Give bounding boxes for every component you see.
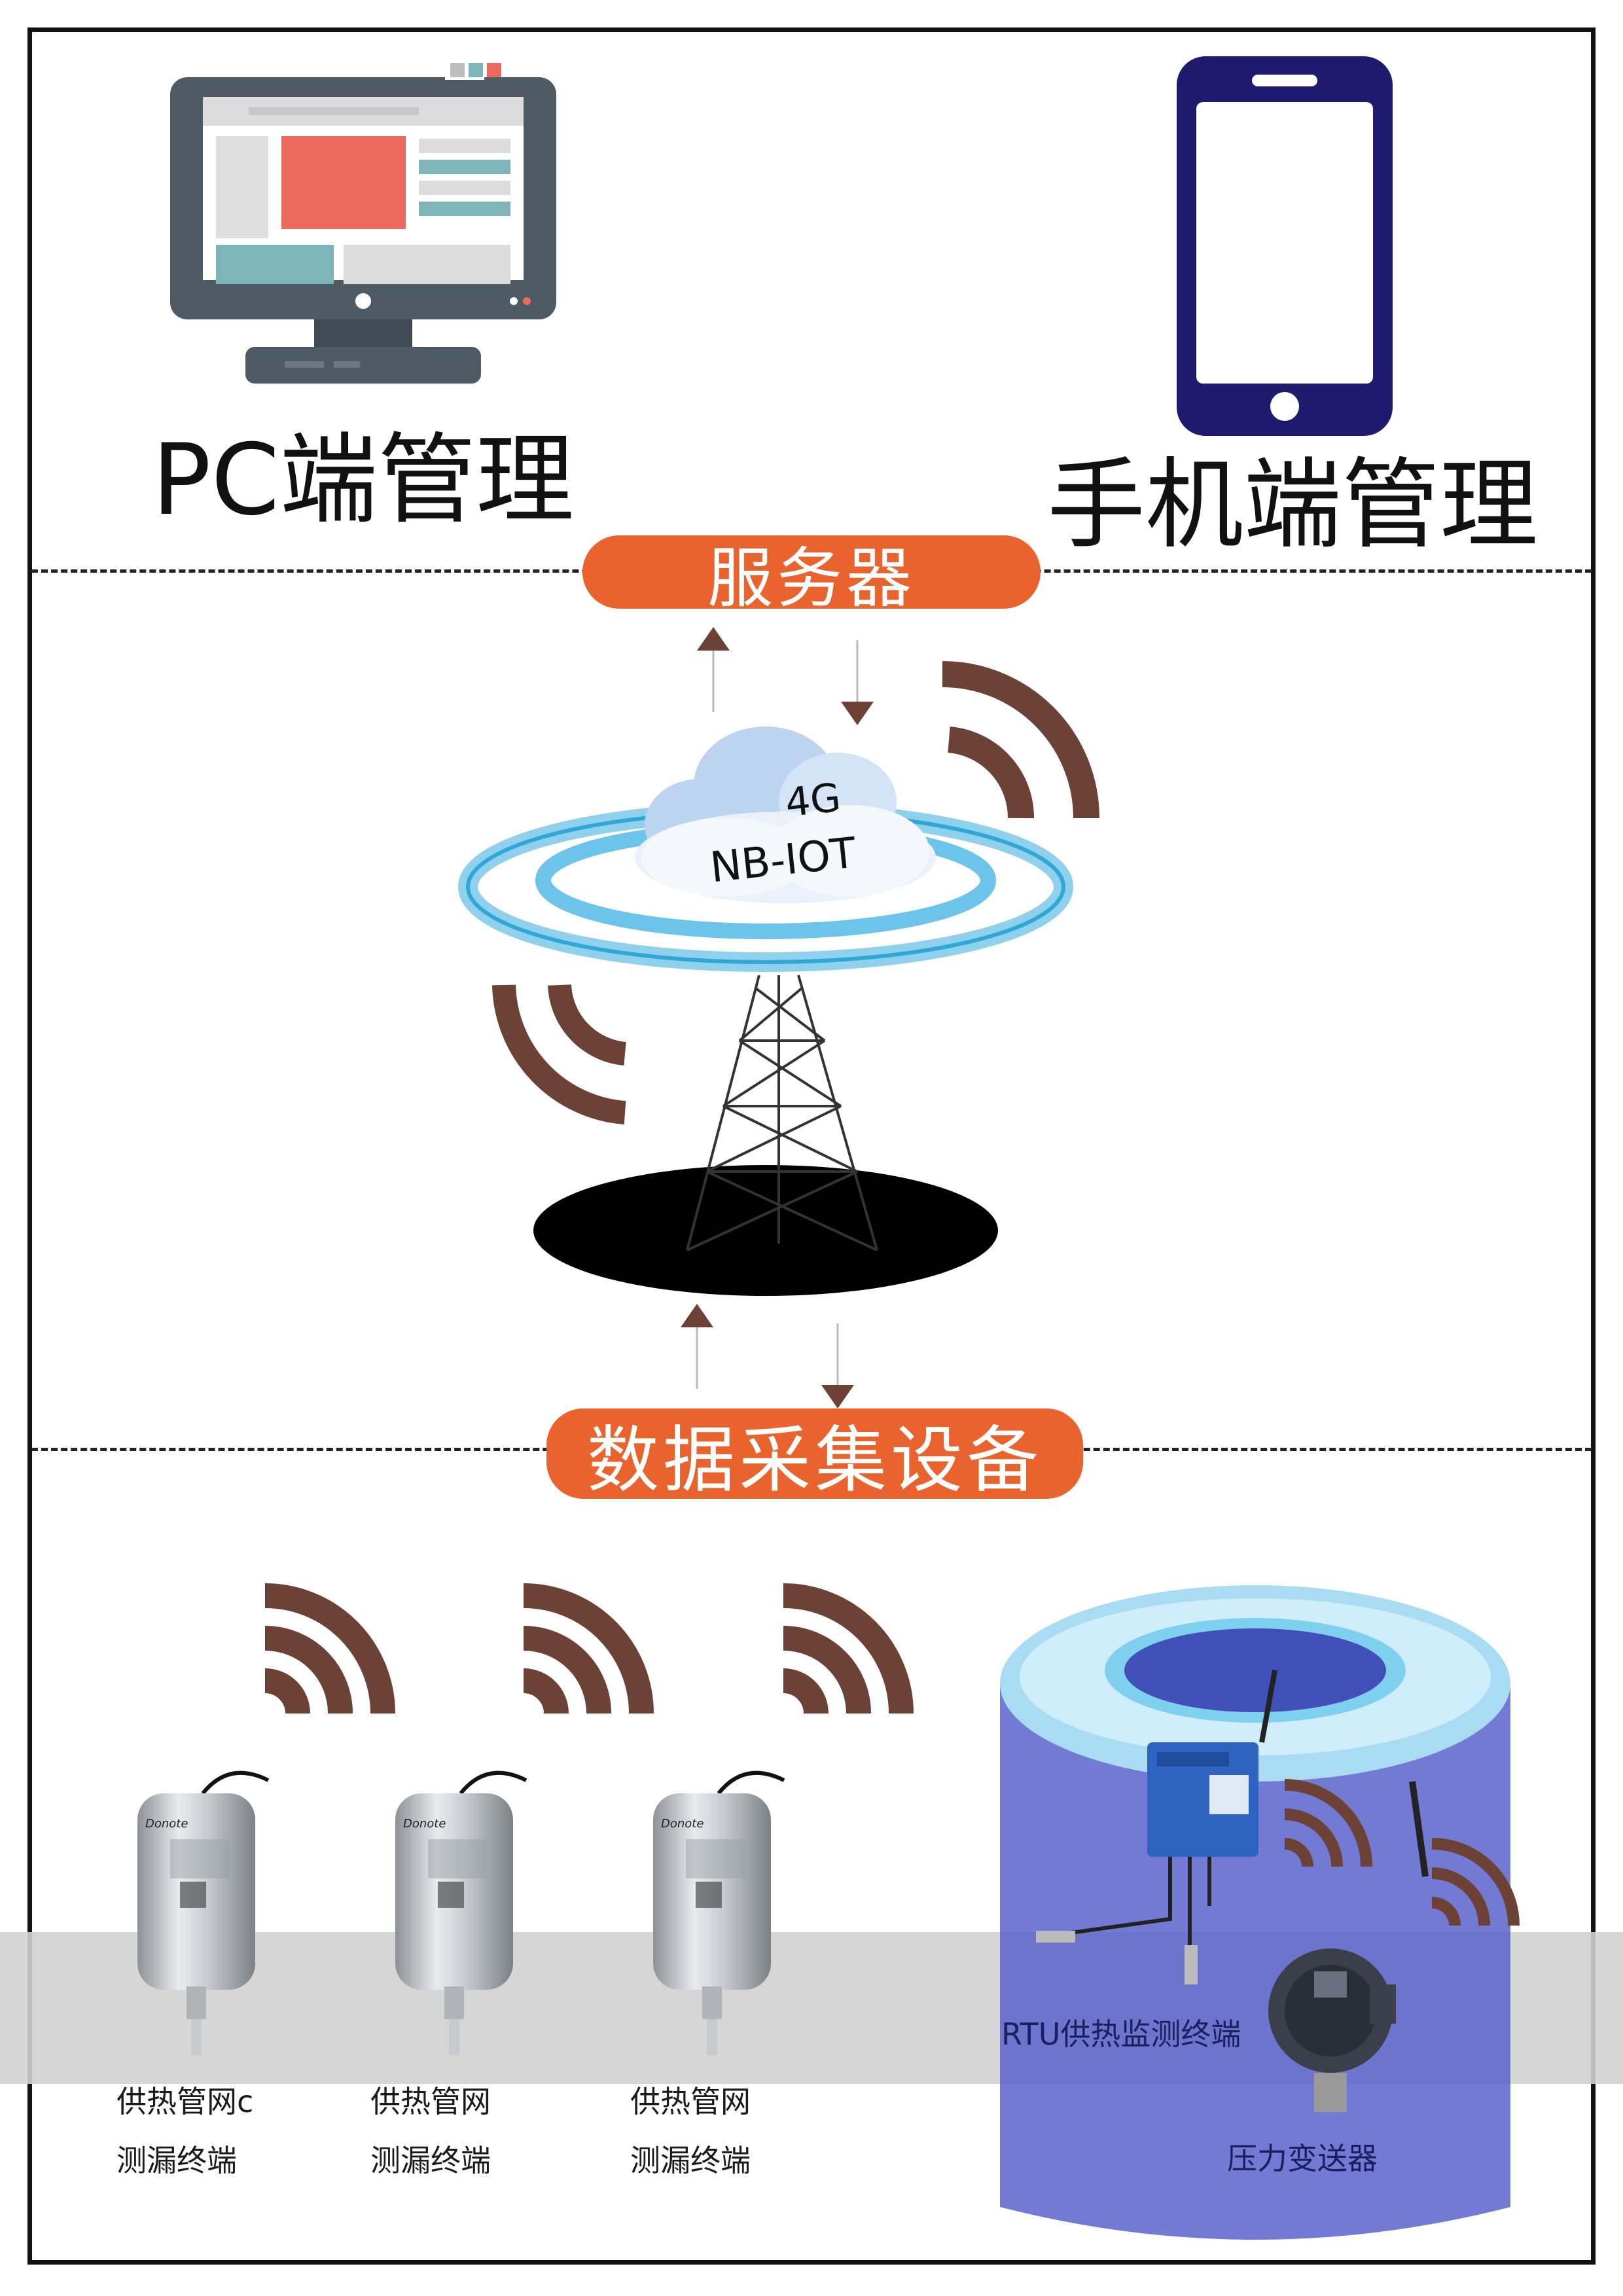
leak-sensor-device: Donote — [395, 1770, 527, 2055]
device-1-label-line2: 测漏终端 — [116, 2143, 237, 2178]
diagram-frame — [27, 27, 1596, 2265]
pressure-transmitter-label: 压力变送器 — [1227, 2141, 1378, 2176]
device-1-label-line1: 供热管网c — [116, 2084, 254, 2119]
device-2-label-line1: 供热管网 — [370, 2084, 491, 2119]
sensor-brand-text: Donote — [661, 1817, 704, 1831]
pc-monitor-icon — [170, 60, 556, 384]
sensor-brand-text: Donote — [145, 1817, 188, 1831]
uplink-arrow-icon — [681, 1304, 713, 1389]
cell-tower-icon — [458, 661, 1099, 1296]
sensor-brand-text: Donote — [403, 1817, 446, 1831]
uplink-arrow-icon — [697, 627, 730, 712]
server-label: 服务器 — [582, 535, 1041, 617]
device-3-label-line1: 供热管网 — [630, 2084, 751, 2119]
downlink-arrow-icon — [821, 1323, 854, 1408]
leak-sensor-device: Donote — [137, 1770, 270, 2055]
device-3-label-line2: 测漏终端 — [630, 2143, 751, 2178]
wireless-signal-icon — [522, 1583, 654, 1715]
leak-sensor-device: Donote — [653, 1770, 785, 2055]
network-4g-label: 4G — [783, 774, 844, 827]
monitoring-station-tank — [1000, 1585, 1520, 2240]
wireless-signal-icon — [782, 1583, 914, 1715]
rtu-terminal-label: RTU供热监测终端 — [1001, 2017, 1241, 2052]
data-collector-label: 数据采集设备 — [546, 1408, 1083, 1502]
pc-management-label: PC端管理 — [152, 423, 575, 537]
wireless-signal-icon — [264, 1583, 395, 1715]
mobile-phone-icon — [1177, 56, 1393, 436]
device-2-label-line2: 测漏终端 — [370, 2143, 491, 2178]
mobile-management-label: 手机端管理 — [1047, 448, 1539, 562]
downlink-arrow-icon — [841, 640, 874, 725]
